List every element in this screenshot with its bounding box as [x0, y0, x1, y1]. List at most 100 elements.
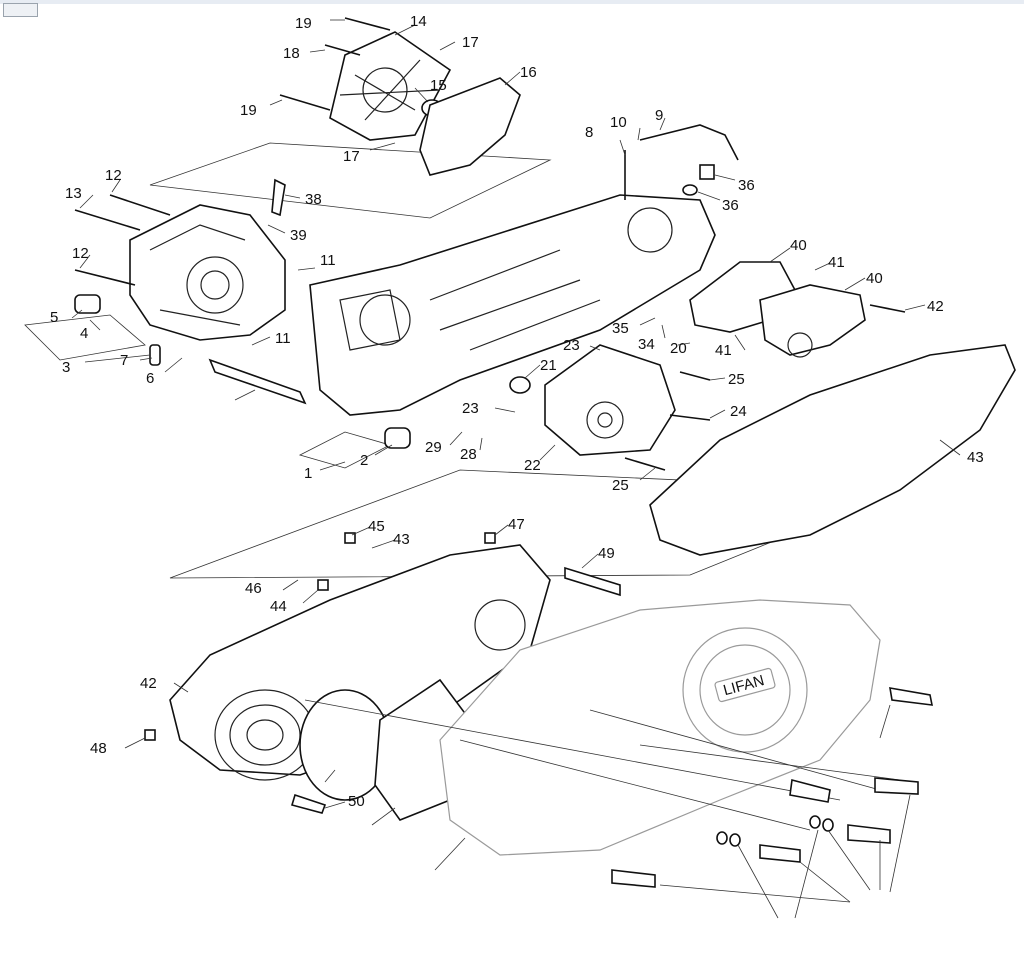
callout-18: 18 [283, 45, 300, 62]
bolt [564, 566, 621, 597]
oil-seal [509, 376, 531, 394]
callout-25: 25 [612, 477, 629, 494]
callout-22: 22 [524, 457, 541, 474]
bolt [279, 94, 331, 111]
callout-24: 24 [730, 403, 747, 420]
dowel-pin [484, 532, 496, 544]
shaft [208, 358, 307, 405]
callout-26: 28 [460, 446, 477, 463]
callout-40: 44 [270, 598, 287, 615]
callout-28: 34 [638, 336, 655, 353]
bolt-set [290, 687, 934, 888]
sensor [271, 178, 286, 217]
bolt [344, 17, 391, 31]
callout-6: 6 [146, 370, 154, 387]
callout-20: 20 [670, 340, 687, 357]
callout-14: 14 [410, 13, 427, 30]
callout-21: 21 [540, 357, 557, 374]
clip [317, 579, 329, 591]
callout-37: 42 [927, 298, 944, 315]
callout-30: 36 [738, 177, 755, 194]
callout-11: 11 [275, 330, 291, 347]
dowel-pin [149, 344, 161, 366]
main-crankcase [309, 194, 716, 416]
callout-41: 45 [368, 518, 385, 535]
callout-1: 1 [304, 465, 312, 482]
dowel-pin [144, 729, 156, 741]
callout-31: 36 [722, 197, 739, 214]
callout-17: 17 [462, 34, 479, 51]
callout-16: 16 [520, 64, 537, 81]
bearing-cover-plate [329, 31, 452, 141]
drain-plug [699, 164, 715, 180]
page-top-border [0, 0, 1024, 4]
callout-5: 5 [50, 309, 58, 326]
crankcase-cover-gasket [649, 344, 1016, 556]
clip [344, 532, 356, 544]
callout-11: 11 [320, 252, 336, 269]
callout-29: 35 [612, 320, 629, 337]
bolt [324, 44, 361, 56]
callout-23: 23 [563, 337, 580, 354]
callout-43: 50 [348, 793, 365, 810]
callout-42: 48 [90, 740, 107, 757]
callout-34: 40 [866, 270, 883, 287]
callout-38: 42 [140, 675, 157, 692]
callout-4: 4 [80, 325, 88, 342]
assembly-plane-upper [149, 142, 552, 219]
callout-13: 13 [65, 185, 82, 202]
callout-40: 43 [393, 531, 410, 548]
callout-2: 2 [360, 452, 368, 469]
callout-12: 12 [105, 167, 122, 184]
callout-12: 12 [72, 245, 89, 262]
bolt [669, 414, 711, 421]
callout-9: 9 [655, 107, 663, 124]
bolt [74, 269, 136, 286]
assembly-plane-left [24, 314, 146, 361]
left-crankcase [129, 204, 286, 341]
callout-7: 7 [120, 352, 128, 369]
callout-27: 29 [425, 439, 442, 456]
washer-set [716, 815, 834, 847]
washer [682, 184, 698, 196]
bolt [624, 457, 666, 471]
callout-42: 47 [508, 516, 525, 533]
callout-32: 38 [305, 191, 322, 208]
bolt [74, 209, 141, 231]
callout-35: 40 [790, 237, 807, 254]
cover-gasket [419, 77, 521, 176]
alignment-line [589, 709, 881, 791]
callout-3: 3 [62, 359, 70, 376]
alignment-line [639, 744, 901, 781]
callout-15: 15 [430, 77, 447, 94]
alignment-line [459, 739, 811, 831]
callout-43: 49 [598, 545, 615, 562]
corner-badge [3, 3, 38, 17]
callout-39: 43 [967, 449, 984, 466]
callout-36: 41 [715, 342, 732, 359]
callout-33: 39 [290, 227, 307, 244]
breather-hose [639, 124, 739, 161]
callout-23: 23 [462, 400, 479, 417]
callout-10: 10 [610, 114, 627, 131]
callout-36: 41 [828, 254, 845, 271]
bushing [74, 294, 101, 314]
callout-8: 8 [585, 124, 593, 141]
leader-lines [71, 19, 961, 919]
bolt [869, 304, 906, 313]
bolt [109, 194, 171, 216]
callout-25: 25 [728, 371, 745, 388]
callout-19: 19 [240, 102, 257, 119]
water-pump-cover [759, 284, 866, 356]
assembly-plane-small [298, 431, 392, 469]
bolt [679, 371, 711, 381]
callout-19: 19 [295, 15, 312, 32]
alignment-line [304, 699, 841, 801]
callout-labels: 19 14 17 18 16 15 19 17 12 13 38 39 12 1… [50, 13, 984, 810]
outer-cvt-cover [439, 599, 881, 856]
callout-41: 46 [245, 580, 262, 597]
generator-cover [544, 344, 676, 456]
bushing [384, 427, 411, 449]
callout-17: 17 [343, 148, 360, 165]
